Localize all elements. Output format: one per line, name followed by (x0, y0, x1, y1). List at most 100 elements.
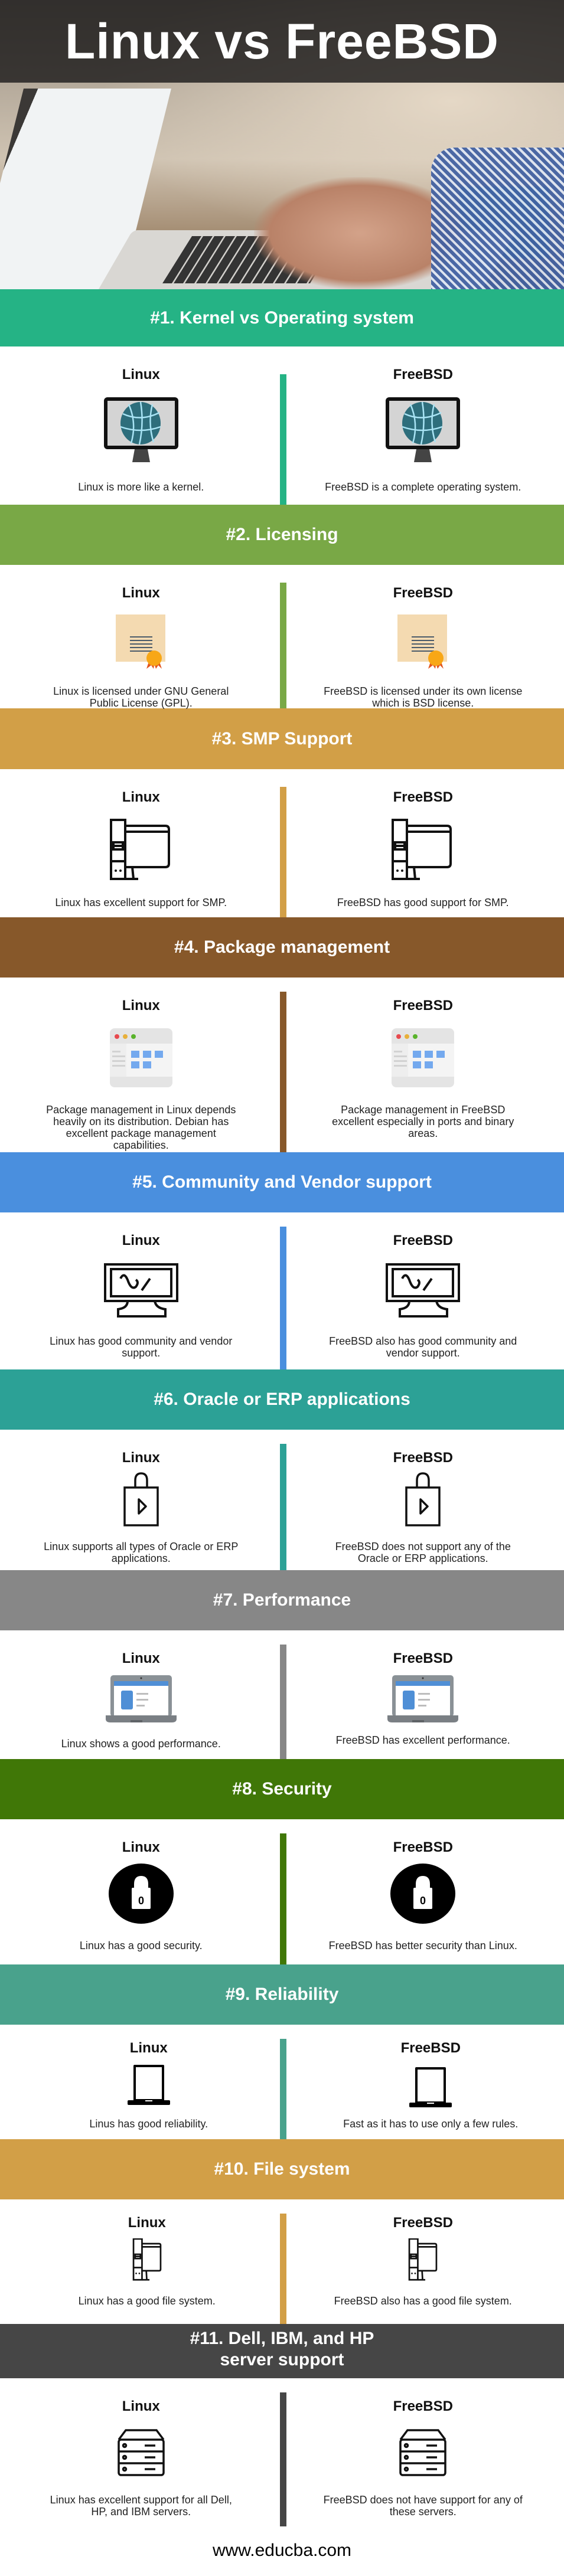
certificate-icon (115, 613, 168, 670)
freebsd-description: FreeBSD has better security than Linux. (328, 1940, 517, 1951)
monitor-globe-icon (384, 396, 461, 466)
section-header-oracle-erp: #6. Oracle or ERP applications (0, 1369, 564, 1430)
freebsd-description: FreeBSD does not support any of the Orac… (335, 1541, 511, 1565)
freebsd-column: FreeBSD FreeBSD also has a good file sys… (282, 2199, 564, 2324)
linux-column: Linux Linux supports all types of Oracle… (0, 1430, 282, 1570)
freebsd-label: FreeBSD (393, 1650, 453, 1666)
section-heading-line2: server support (220, 2350, 344, 2369)
freebsd-description: FreeBSD is licensed under its own licens… (324, 685, 523, 710)
section-heading: #7. Performance (213, 1590, 351, 1610)
linux-column: Linux Linux is licensed under GNU Genera… (0, 565, 282, 710)
section-header-smp: #3. SMP Support (0, 708, 564, 769)
section-heading: #1. Kernel vs Operating system (150, 308, 414, 328)
server-rack-icon (398, 2429, 448, 2476)
column-divider (280, 787, 286, 917)
linux-description: Linux has excellent support for SMP. (55, 897, 227, 908)
hero-photo-sleeve (431, 148, 564, 289)
desktop-tower-icon (109, 819, 174, 881)
linux-label: Linux (122, 789, 160, 805)
section-header-server-support: #11. Dell, IBM, and HP server support (0, 2324, 564, 2378)
column-divider (280, 1645, 286, 1759)
section-body-licensing: Linux Linux is licensed under GNU Genera… (0, 565, 564, 710)
laptop-dashboard-icon (105, 1674, 177, 1724)
freebsd-description: Fast as it has to use only a few rules. (343, 2118, 519, 2130)
laptop-dashboard-icon (387, 1674, 459, 1724)
linux-label: Linux (122, 1839, 160, 1855)
padlock-circle-icon: 0 (108, 1863, 174, 1924)
freebsd-column: FreeBSD FreeBSD does not have support fo… (282, 2378, 564, 2526)
shopping-bag-play-icon (116, 1472, 166, 1528)
footer-website-link[interactable]: www.educba.com (212, 2541, 352, 2560)
section-heading: #5. Community and Vendor support (132, 1172, 432, 1192)
freebsd-label: FreeBSD (393, 2215, 453, 2231)
column-divider (280, 374, 286, 505)
column-divider (280, 2039, 286, 2139)
desktop-tower-icon (408, 2238, 438, 2281)
linux-column: Linux 0 Linux has a good security. (0, 1819, 282, 1964)
shopping-bag-play-icon (398, 1472, 448, 1528)
server-rack-icon (116, 2429, 166, 2476)
freebsd-label: FreeBSD (400, 2040, 461, 2056)
page-title: Linux vs FreeBSD (65, 13, 499, 69)
linux-description: Linux is licensed under GNU General Publ… (53, 685, 229, 710)
section-body-security: Linux 0 Linux has a good security. FreeB… (0, 1819, 564, 1964)
freebsd-description: FreeBSD is a complete operating system. (325, 481, 521, 493)
section-body-kernel: Linux Linux is more like a kernel. FreeB… (0, 346, 564, 505)
column-divider (280, 2392, 286, 2526)
linux-label: Linux (129, 2040, 168, 2056)
freebsd-column: FreeBSD FreeBSD is licensed under its ow… (282, 565, 564, 710)
freebsd-description: FreeBSD does not have support for any of… (323, 2494, 523, 2518)
section-body-performance: Linux Linux shows a good performance. Fr… (0, 1630, 564, 1759)
section-header-reliability: #9. Reliability (0, 1964, 564, 2025)
column-divider (280, 2214, 286, 2324)
linux-description: Linux has good community and vendor supp… (50, 1335, 233, 1359)
section-header-kernel: #1. Kernel vs Operating system (0, 289, 564, 346)
column-divider (280, 1444, 286, 1570)
linux-description: Linux is more like a kernel. (78, 481, 204, 493)
freebsd-column: FreeBSD 0 FreeBSD has better security th… (282, 1819, 564, 1964)
section-heading: #4. Package management (174, 937, 390, 957)
linux-column: Linux Linux has excellent support for SM… (0, 769, 282, 917)
linux-label: Linux (122, 998, 160, 1014)
section-header-licensing: #2. Licensing (0, 505, 564, 565)
linux-label: Linux (122, 585, 160, 601)
freebsd-column: FreeBSD FreeBSD does not support any of … (282, 1430, 564, 1570)
freebsd-description: Package management in FreeBSD excellent … (332, 1104, 514, 1140)
linux-label: Linux (122, 1650, 160, 1666)
section-body-reliability: Linux Linus has good reliability. FreeBS… (0, 2025, 564, 2139)
title-band: Linux vs FreeBSD (0, 0, 564, 83)
freebsd-column: FreeBSD FreeBSD also has good community … (282, 1212, 564, 1369)
section-header-file-system: #10. File system (0, 2139, 564, 2199)
section-heading: #9. Reliability (225, 1985, 339, 2004)
section-body-community-vendor: Linux Linux has good community and vendo… (0, 1212, 564, 1369)
section-header-community-vendor: #5. Community and Vendor support (0, 1152, 564, 1212)
column-divider (280, 1227, 286, 1369)
freebsd-description: FreeBSD has excellent performance. (335, 1734, 510, 1746)
freebsd-label: FreeBSD (393, 998, 453, 1014)
freebsd-label: FreeBSD (393, 367, 453, 383)
linux-label: Linux (122, 1450, 160, 1466)
linux-label: Linux (122, 367, 160, 383)
section-heading: #2. Licensing (226, 525, 338, 544)
desktop-tower-icon (390, 819, 455, 881)
linux-description: Linux has excellent support for all Dell… (50, 2494, 232, 2518)
section-body-package-management: Linux Package management in Linux depend… (0, 978, 564, 1152)
section-header-performance: #7. Performance (0, 1570, 564, 1630)
linux-column: Linux Linus has good reliability. (0, 2025, 282, 2139)
freebsd-column: FreeBSD FreeBSD has good support for SMP… (282, 769, 564, 917)
freebsd-description: FreeBSD also has good community and vend… (329, 1335, 517, 1359)
section-heading: #10. File system (214, 2159, 350, 2179)
freebsd-column: FreeBSD FreeBSD has excellent performanc… (282, 1630, 564, 1759)
freebsd-description: FreeBSD has good support for SMP. (337, 897, 509, 908)
desktop-tower-icon (132, 2238, 162, 2281)
app-window-icon (109, 1027, 174, 1088)
freebsd-label: FreeBSD (393, 585, 453, 601)
linux-description: Linus has good reliability. (89, 2118, 208, 2130)
linux-column: Linux Linux has a good file system. (0, 2199, 282, 2324)
freebsd-column: FreeBSD Fast as it has to use only a few… (282, 2025, 564, 2139)
linux-column: Linux Linux has good community and vendo… (0, 1212, 282, 1369)
section-heading: #8. Security (232, 1779, 332, 1799)
hero-banner: Linux vs FreeBSD (0, 0, 564, 289)
monitor-globe-icon (103, 396, 180, 466)
freebsd-label: FreeBSD (393, 2398, 453, 2414)
